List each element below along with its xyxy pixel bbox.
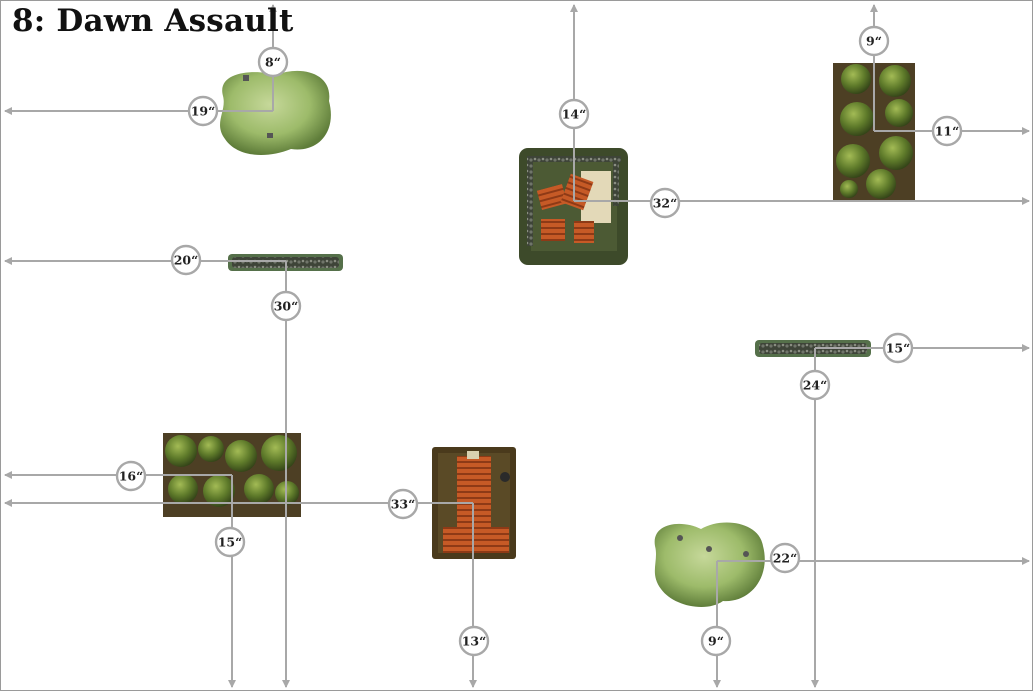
svg-text:30“: 30“ <box>274 299 299 314</box>
measurement-label-15-east: 15“ <box>882 332 914 364</box>
svg-text:15“: 15“ <box>886 341 911 356</box>
measurement-label-14: 14“ <box>558 98 590 130</box>
measurement-label-30: 30“ <box>270 290 302 322</box>
svg-text:9“: 9“ <box>708 634 724 649</box>
measurement-label-9-top: 9“ <box>858 25 890 57</box>
svg-text:16“: 16“ <box>119 469 144 484</box>
measurement-label-22: 22“ <box>769 542 801 574</box>
svg-text:20“: 20“ <box>174 253 199 268</box>
measurement-label-32: 32“ <box>649 187 681 219</box>
measurement-label-16: 16“ <box>115 460 147 492</box>
svg-text:11“: 11“ <box>935 124 960 139</box>
measurement-label-19: 19“ <box>187 95 219 127</box>
svg-text:33“: 33“ <box>391 497 416 512</box>
ruins-centre <box>519 148 628 265</box>
svg-text:8“: 8“ <box>265 55 281 70</box>
svg-text:15“: 15“ <box>218 535 243 550</box>
measurement-lines <box>4 4 1030 688</box>
scenario-title: 8: Dawn Assault <box>12 3 294 39</box>
measurement-label-8: 8“ <box>257 46 289 78</box>
measurement-labels: 8“ 19“ 20“ 30“ 14“ 32“ 9“ 11“ 15“ 24“ 16… <box>115 25 963 657</box>
svg-text:13“: 13“ <box>462 634 487 649</box>
measurement-label-20: 20“ <box>170 244 202 276</box>
svg-text:9“: 9“ <box>866 34 882 49</box>
measurement-label-13: 13“ <box>458 625 490 657</box>
svg-text:19“: 19“ <box>191 104 216 119</box>
measurement-label-24: 24“ <box>799 369 831 401</box>
hill-north-west <box>220 70 331 155</box>
svg-text:32“: 32“ <box>653 196 678 211</box>
svg-text:24“: 24“ <box>803 378 828 393</box>
hill-south-east <box>654 522 765 608</box>
svg-text:22“: 22“ <box>773 551 798 566</box>
measurement-label-11: 11“ <box>931 115 963 147</box>
wall-east <box>755 340 871 357</box>
measurement-label-15-west: 15“ <box>214 526 246 558</box>
measurement-label-9-bottom: 9“ <box>700 625 732 657</box>
measurement-label-33: 33“ <box>387 488 419 520</box>
svg-text:14“: 14“ <box>562 107 587 122</box>
